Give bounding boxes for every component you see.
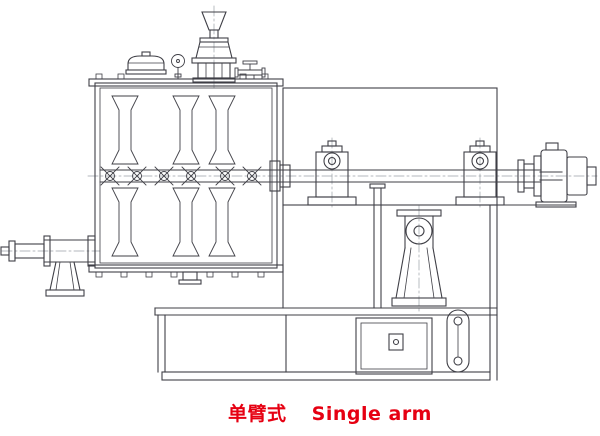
- motor-box: [355, 317, 433, 375]
- bottom-drain: [178, 271, 202, 285]
- bearing-right: [455, 140, 505, 206]
- flange-bolts: [95, 73, 269, 278]
- manhole-cover: [125, 51, 167, 75]
- shaft-seal: [269, 160, 291, 192]
- caption-zh: 单臂式: [228, 403, 287, 425]
- agitator-paddles: [111, 95, 236, 257]
- belt-guard: [446, 309, 470, 373]
- caption-en: Single arm: [311, 403, 432, 425]
- discharge-support: [45, 261, 85, 297]
- support-frame: [154, 87, 576, 381]
- bearing-left: [307, 140, 357, 206]
- caption: 单臂式 Single arm: [30, 399, 600, 426]
- discharge-outlet: [0, 235, 96, 267]
- feed-hopper: [191, 11, 237, 83]
- pressure-gauge: [171, 54, 185, 80]
- agitator-shaft: [99, 166, 278, 186]
- reducer-pedestal: [391, 209, 447, 307]
- top-valve: [234, 60, 266, 80]
- centerlines: [1, 5, 598, 313]
- drive-unit: [517, 142, 597, 208]
